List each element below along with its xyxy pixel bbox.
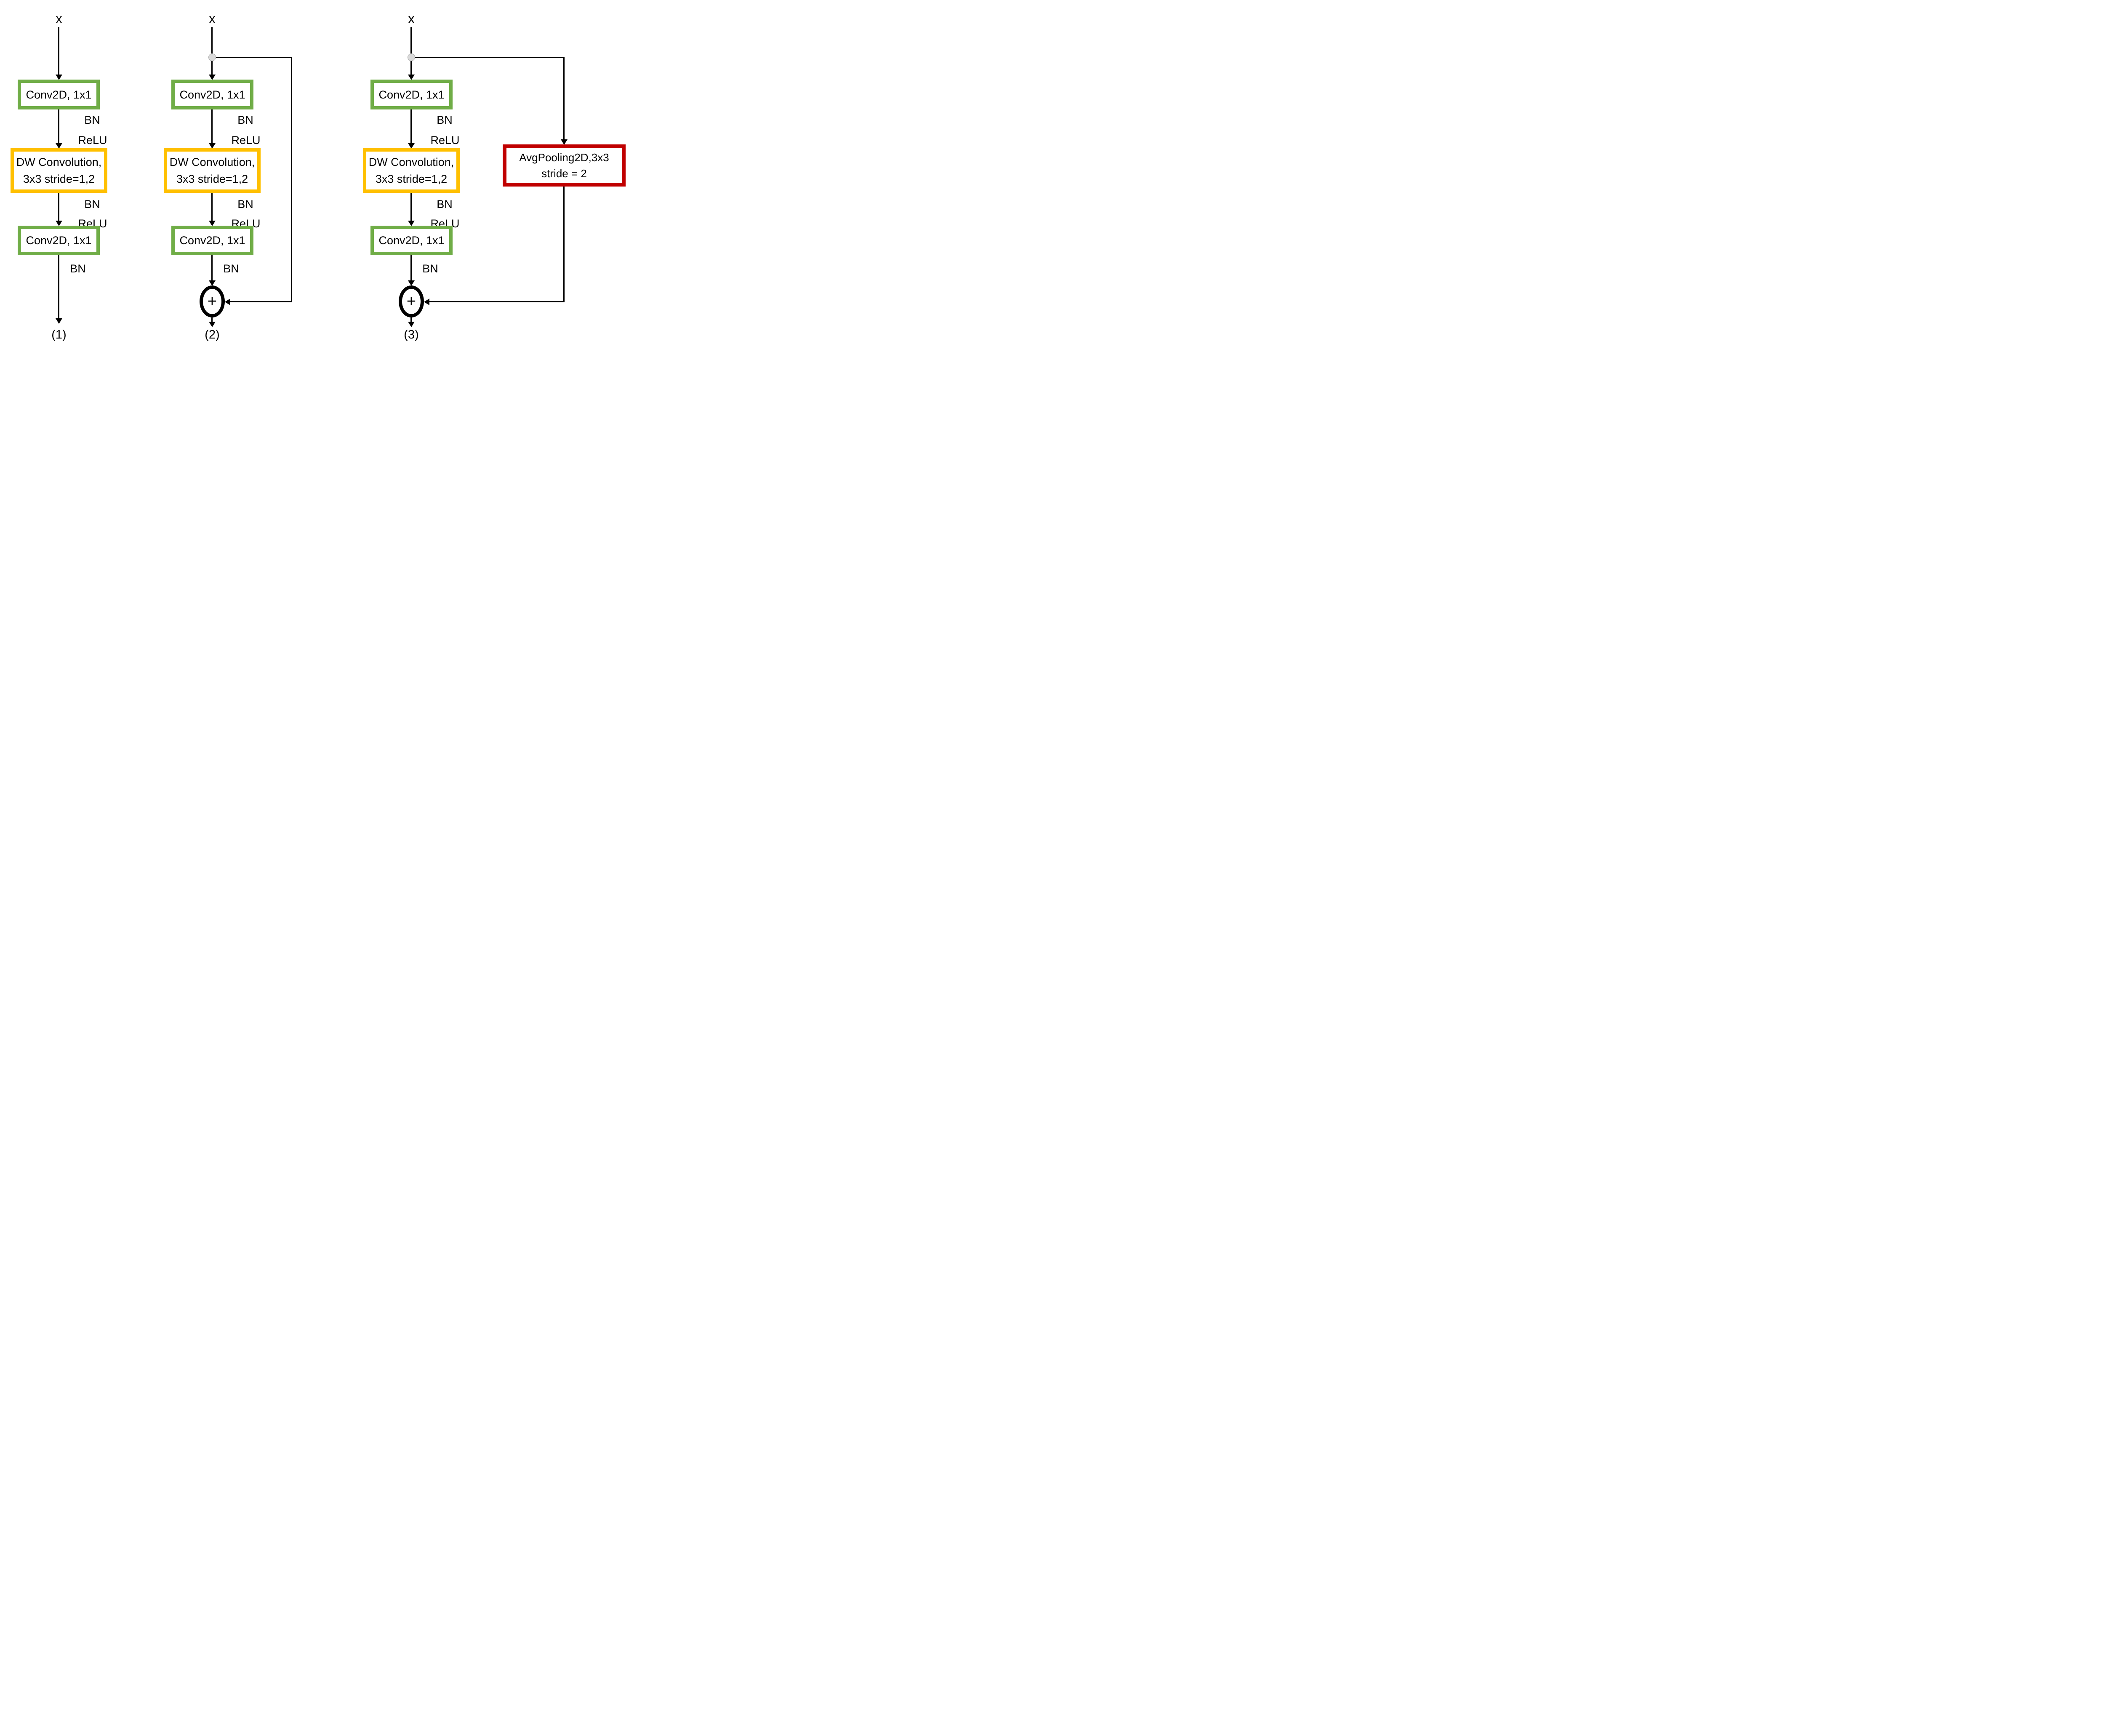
diagram-3: x AvgPooling2D,3x3 stride = 2 Conv2D, 1x… [0,0,627,347]
arrowhead-down-icon [56,221,62,226]
dw-conv-label-line1: DW Convolution, [169,156,255,168]
dw-conv-label-line1: DW Convolution, [368,156,454,168]
dw-conv-label-line2: 3x3 stride=1,2 [23,173,95,185]
flow-line [211,255,213,280]
conv1x1-label: Conv2D, 1x1 [26,88,92,101]
conv1x1-box-bottom: Conv2D, 1x1 [171,226,253,255]
flow-line [410,193,412,221]
arrowhead-down-icon [408,221,415,226]
diagram-2: x Conv2D, 1x1 BN ReLU DW Convolution, 3x… [0,0,627,347]
conv1x1-label: Conv2D, 1x1 [378,234,445,247]
batchnorm-label: BN [84,198,100,211]
dw-convolution-box: DW Convolution, 3x3 stride=1,2 [11,148,107,193]
flow-line [58,193,59,221]
input-label-x: x [209,11,216,26]
avgpool-label-line1: AvgPooling2D,3x3 [519,151,609,164]
arrowhead-down-icon [408,143,415,149]
arrowhead-down-icon [56,143,62,149]
add-junction: + [399,285,424,317]
relu-label: ReLU [430,134,460,147]
arrowhead-down-icon [561,139,568,145]
batchnorm-label: BN [437,198,453,211]
avgpool-box: AvgPooling2D,3x3 stride = 2 [503,144,626,187]
dw-conv-label-line1: DW Convolution, [16,156,102,168]
skip-connection-line [230,301,292,302]
add-junction: + [200,285,225,317]
arrowhead-down-icon [209,143,216,149]
batchnorm-label: BN [237,198,253,211]
skip-connection-line [563,187,565,302]
flow-line [58,255,59,318]
avgpool-label-line2: stride = 2 [541,167,587,180]
skip-connection-line [429,301,565,302]
conv1x1-box-bottom: Conv2D, 1x1 [370,226,453,255]
input-label-x: x [56,11,62,26]
arrowhead-down-icon [56,75,62,80]
junction-dot [208,53,216,61]
caption-label: (1) [51,328,67,341]
conv1x1-box-bottom: Conv2D, 1x1 [18,226,100,255]
conv1x1-box-top: Conv2D, 1x1 [370,80,453,109]
batchnorm-label: BN [237,114,253,126]
flow-line [211,61,213,75]
skip-connection-line [563,57,565,139]
relu-label: ReLU [231,134,261,147]
conv1x1-label: Conv2D, 1x1 [179,88,245,101]
flow-line [211,109,213,143]
caption-label: (3) [404,328,419,341]
conv1x1-label: Conv2D, 1x1 [26,234,92,247]
conv1x1-box-top: Conv2D, 1x1 [18,80,100,109]
flow-line [211,317,213,322]
caption-label: (2) [205,328,220,341]
batchnorm-label: BN [70,262,86,275]
arrowhead-down-icon [209,322,216,327]
flow-line [410,317,412,322]
flow-line [410,61,412,75]
dw-conv-label-line2: 3x3 stride=1,2 [375,173,448,185]
relu-label: ReLU [78,134,107,147]
batchnorm-label: BN [422,262,438,275]
flow-line [410,255,412,280]
flow-line [58,109,59,143]
batchnorm-label: BN [84,114,100,126]
conv1x1-label: Conv2D, 1x1 [179,234,245,247]
diagram-1: x Conv2D, 1x1 BN ReLU DW Convolution, 3x… [0,0,627,347]
plus-icon: + [406,293,416,310]
flow-line [410,109,412,143]
skip-connection-line [291,57,292,302]
arrowhead-down-icon [408,280,415,286]
arrowhead-down-icon [209,280,216,286]
plus-icon: + [207,293,217,310]
conv1x1-box-top: Conv2D, 1x1 [171,80,253,109]
batchnorm-label: BN [223,262,239,275]
figure-canvas: x Conv2D, 1x1 BN ReLU DW Convolution, 3x… [0,0,627,347]
flow-line [410,27,412,53]
dw-convolution-box: DW Convolution, 3x3 stride=1,2 [164,148,261,193]
arrowhead-left-icon [424,299,429,305]
conv1x1-label: Conv2D, 1x1 [378,88,445,101]
dw-conv-label-line2: 3x3 stride=1,2 [176,173,248,185]
dw-convolution-box: DW Convolution, 3x3 stride=1,2 [363,148,460,193]
arrowhead-down-icon [408,75,415,80]
flow-line [58,27,59,75]
input-label-x: x [408,11,415,26]
arrowhead-down-icon [209,221,216,226]
arrowhead-down-icon [408,322,415,327]
arrowhead-left-icon [225,299,230,305]
arrowhead-down-icon [209,75,216,80]
flow-line [211,193,213,221]
batchnorm-label: BN [437,114,453,126]
flow-line [211,27,213,53]
skip-connection-line [415,57,565,58]
skip-connection-line [216,57,292,58]
junction-dot [408,53,415,61]
arrowhead-down-icon [56,318,62,324]
